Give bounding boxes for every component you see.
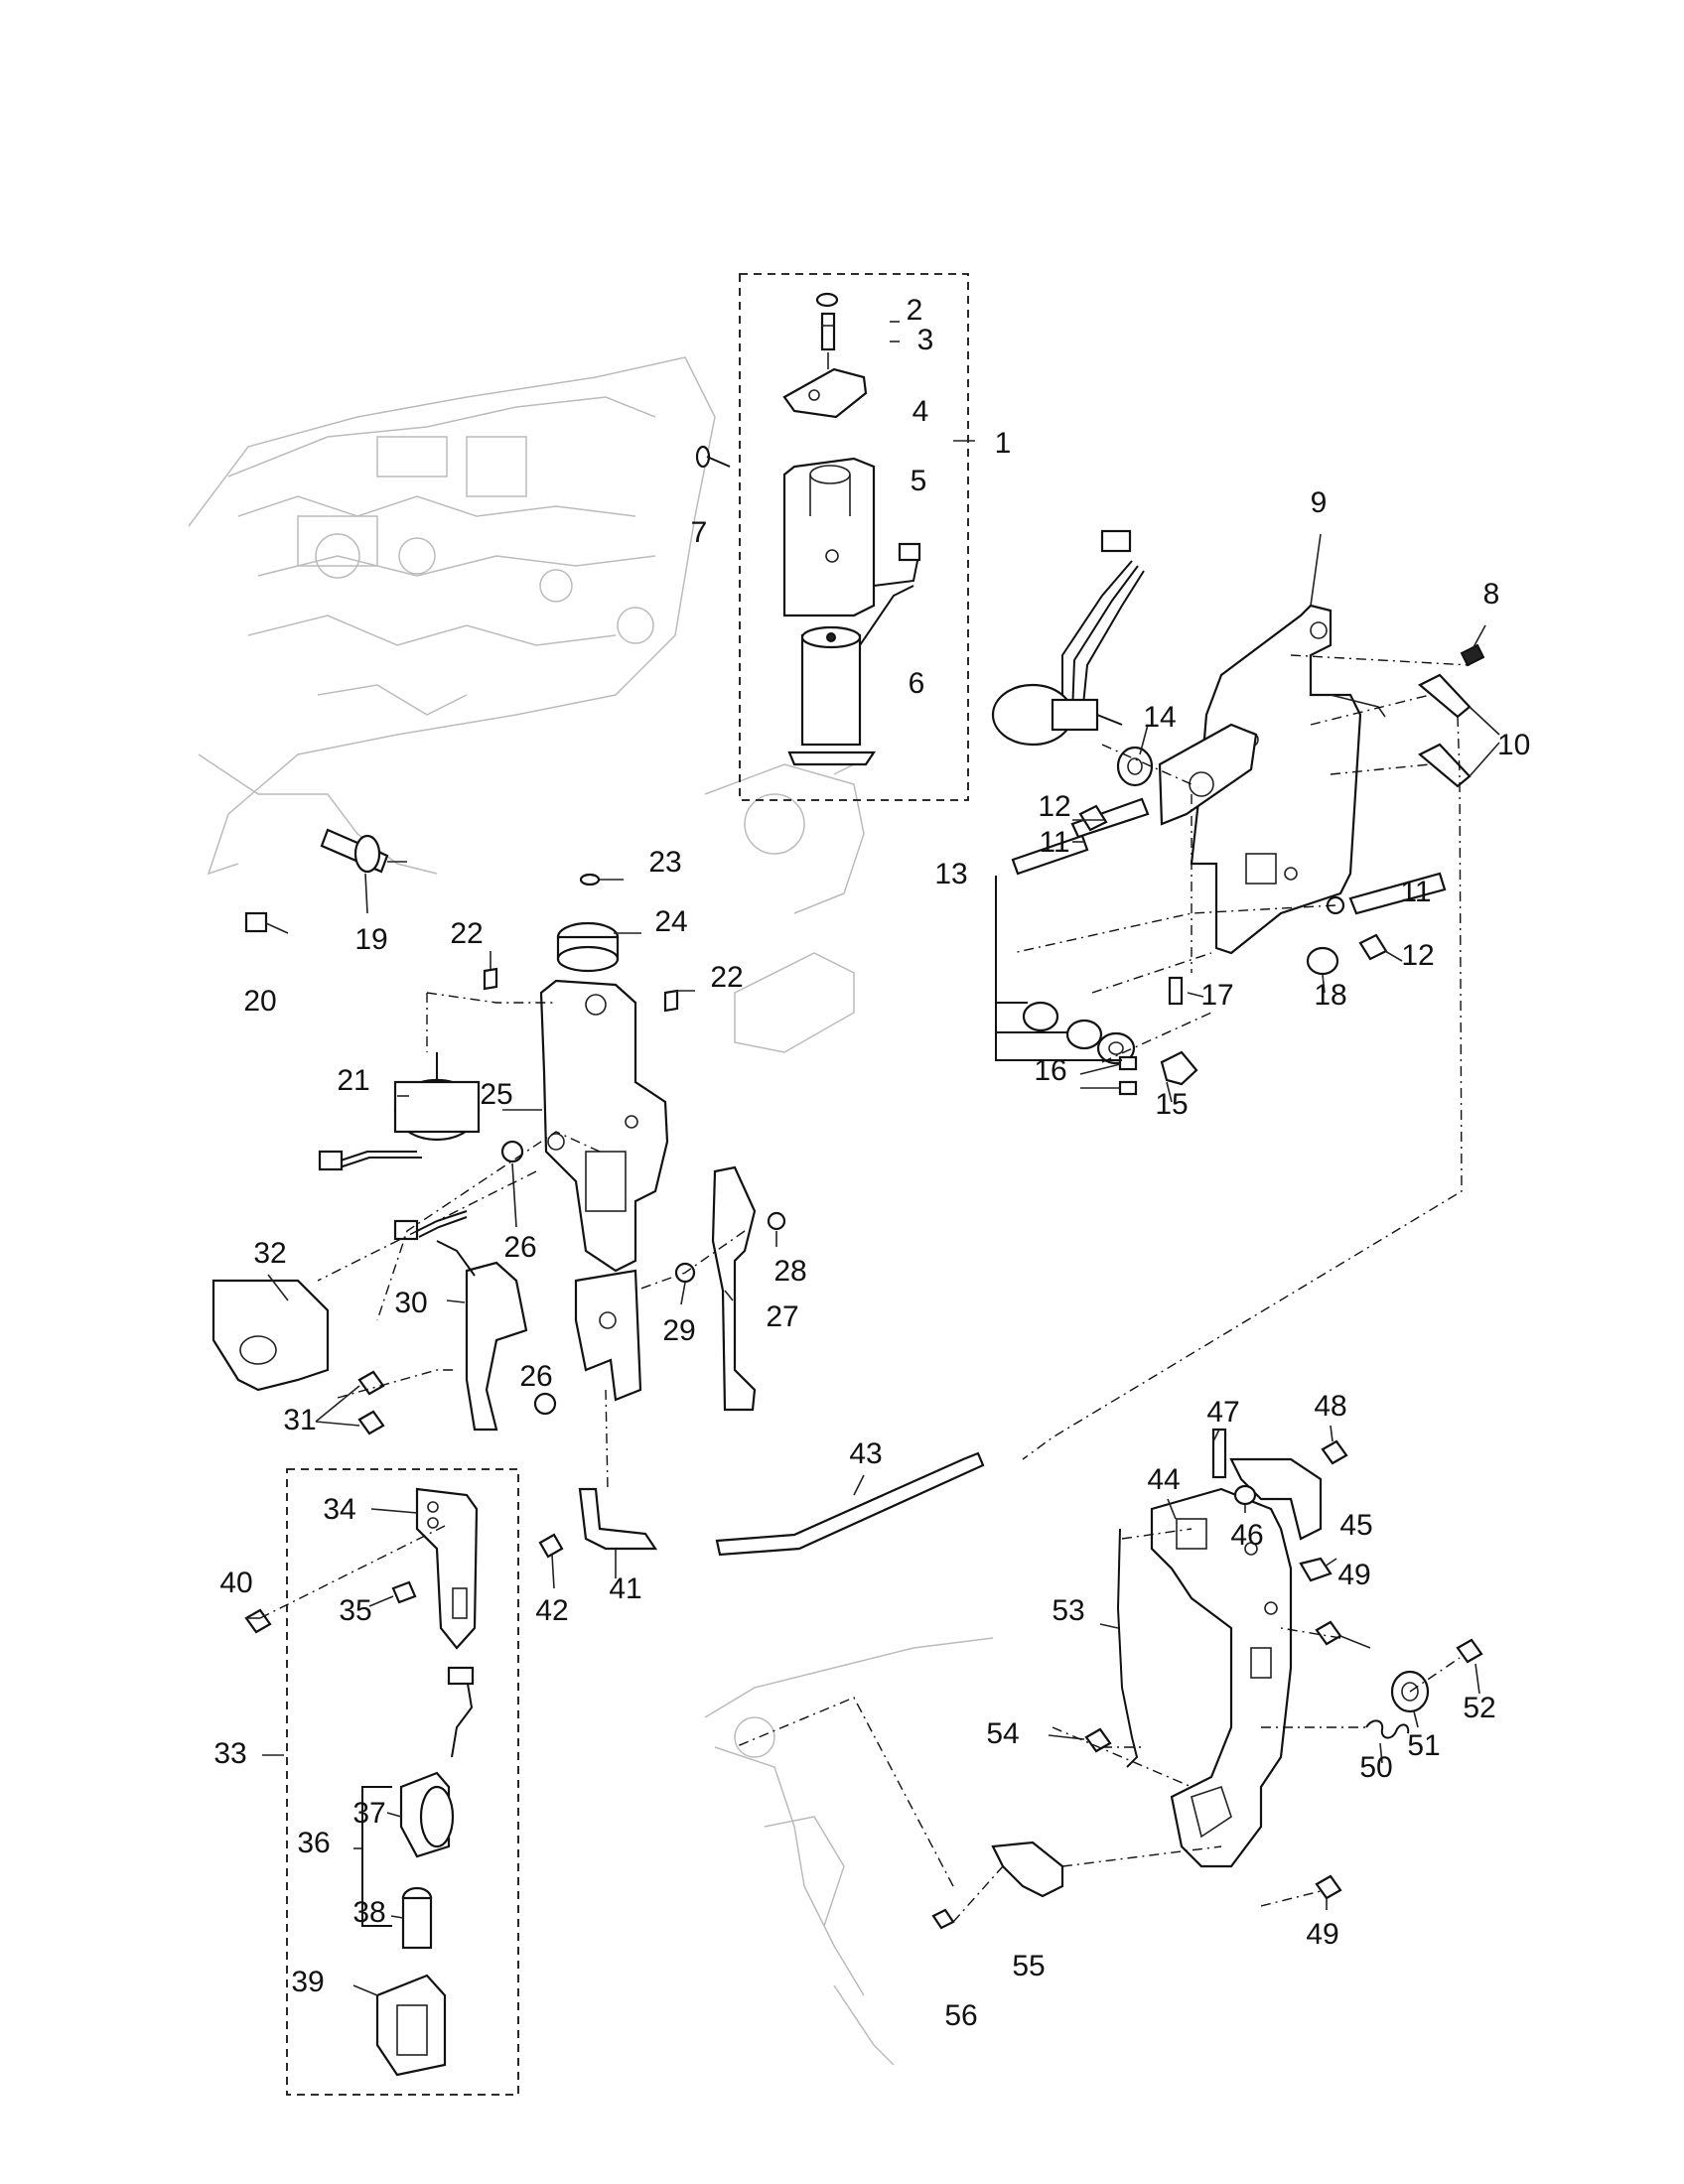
callout-44: 44 — [1147, 1463, 1180, 1496]
callout-5: 5 — [911, 465, 927, 497]
motor-bracket-assembly — [211, 828, 855, 1435]
leader-lines — [246, 321, 1500, 1996]
callout-15: 15 — [1155, 1088, 1188, 1121]
callout-37: 37 — [352, 1797, 385, 1830]
callout-38: 38 — [352, 1896, 385, 1929]
callout-54: 54 — [986, 1717, 1019, 1750]
callout-27: 27 — [766, 1300, 798, 1333]
potentiometer-bracket-assembly — [991, 529, 1485, 1096]
callout-52: 52 — [1463, 1692, 1495, 1724]
callout-35: 35 — [339, 1594, 371, 1627]
callout-7: 7 — [691, 516, 708, 549]
callout-40: 40 — [219, 1567, 252, 1599]
callout-36: 36 — [297, 1827, 330, 1859]
callout-39: 39 — [291, 1966, 324, 1998]
part-43-cable-tie — [715, 1451, 985, 1557]
callout-32: 32 — [253, 1237, 286, 1270]
callout-42: 42 — [535, 1594, 568, 1627]
callout-31: 31 — [283, 1404, 316, 1436]
part-42-screw — [538, 1533, 564, 1559]
callout-26-lower: 26 — [519, 1360, 552, 1393]
callout-14: 14 — [1143, 701, 1176, 734]
assembly-box-33 — [286, 1468, 519, 2096]
part-41-bracket — [578, 1487, 658, 1551]
callout-4: 4 — [912, 395, 929, 428]
background-machine-outline — [188, 356, 994, 2066]
callout-3: 3 — [917, 324, 934, 356]
callout-28: 28 — [773, 1255, 806, 1288]
callout-22-right: 22 — [710, 961, 743, 994]
callout-8: 8 — [1483, 578, 1500, 611]
assembly-axis-lines — [259, 654, 1471, 1923]
callout-9: 9 — [1311, 486, 1328, 519]
callout-46: 46 — [1230, 1519, 1263, 1552]
sensor-assembly — [375, 1487, 479, 2077]
callout-29: 29 — [662, 1314, 695, 1347]
callout-21: 21 — [337, 1064, 369, 1097]
callout-labels: 2 3 4 1 5 7 6 9 8 10 14 12 11 13 11 12 1… — [213, 294, 1530, 2032]
callout-2: 2 — [907, 294, 923, 327]
callout-51: 51 — [1407, 1729, 1440, 1762]
callout-41: 41 — [609, 1572, 641, 1605]
callout-11-upper: 11 — [1039, 826, 1069, 859]
callout-22-left: 22 — [450, 917, 483, 950]
callout-10: 10 — [1497, 729, 1530, 761]
callout-11-lower: 11 — [1400, 876, 1431, 908]
callout-34: 34 — [323, 1493, 355, 1526]
callout-53: 53 — [1052, 1594, 1084, 1627]
callout-56: 56 — [944, 1999, 977, 2032]
callout-33: 33 — [213, 1737, 246, 1770]
callout-26-upper: 26 — [503, 1231, 536, 1264]
callout-49-lower: 49 — [1306, 1918, 1338, 1951]
lower-frame-assembly — [931, 1428, 1483, 1930]
callout-17: 17 — [1200, 979, 1233, 1012]
callout-49-upper: 49 — [1337, 1559, 1370, 1591]
callout-13: 13 — [934, 858, 967, 890]
callout-20: 20 — [243, 985, 276, 1018]
part-40-screw — [244, 1608, 272, 1634]
assembly-box-1 — [739, 273, 969, 801]
callout-30: 30 — [394, 1287, 427, 1319]
callout-23: 23 — [648, 846, 681, 879]
callout-6: 6 — [909, 667, 925, 700]
callout-12-lower: 12 — [1401, 939, 1434, 972]
solenoid-assembly — [782, 292, 921, 766]
callout-16: 16 — [1034, 1054, 1066, 1087]
callout-47: 47 — [1206, 1396, 1239, 1429]
callout-50: 50 — [1359, 1751, 1392, 1784]
part-7-pin — [695, 445, 731, 469]
callout-18: 18 — [1314, 979, 1346, 1012]
callout-43: 43 — [849, 1437, 882, 1470]
callout-24: 24 — [654, 905, 687, 938]
callout-55: 55 — [1012, 1950, 1045, 1982]
callout-12-upper: 12 — [1038, 790, 1070, 823]
callout-48: 48 — [1314, 1390, 1346, 1423]
callout-25: 25 — [480, 1078, 512, 1111]
callout-45: 45 — [1339, 1509, 1372, 1542]
callout-1: 1 — [995, 427, 1012, 460]
callout-19: 19 — [354, 923, 387, 956]
